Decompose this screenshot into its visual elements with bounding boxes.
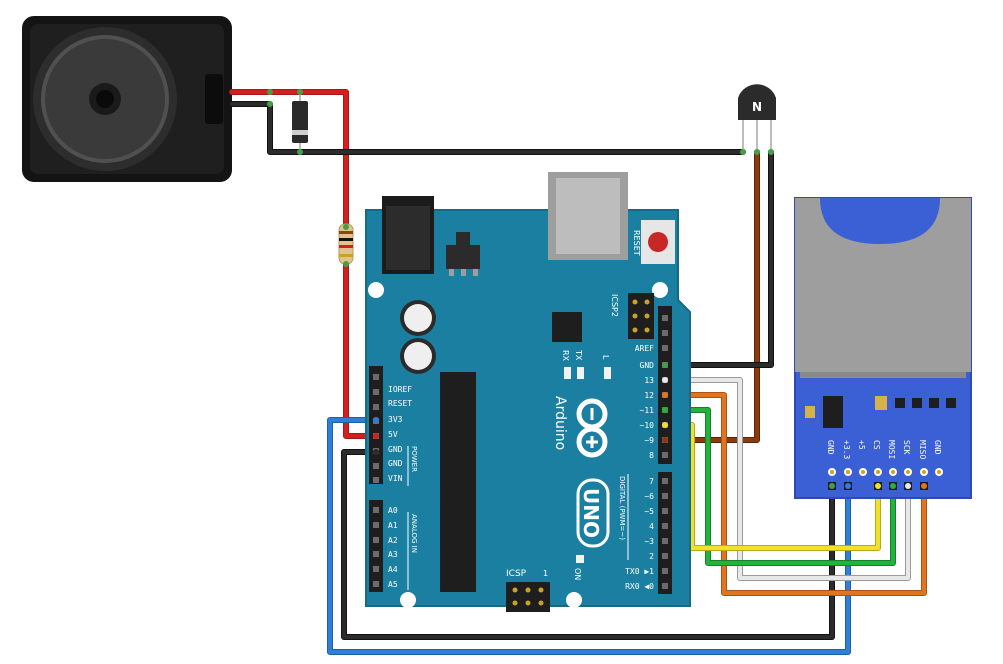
pin-6: ~6 [644,492,654,501]
sd-pin-miso: MISO [918,440,927,459]
pin-5: ~5 [644,507,654,516]
arduino-logo [576,398,608,458]
pin-a0: A0 [388,506,398,515]
icsp2-label: ICSP2 [610,294,619,317]
wire-orange-miso [662,392,927,596]
diode [292,89,308,155]
sd-pin-labels: GND +3.3 +5 CS MOSI SCK MISO GND [826,440,942,459]
pin-12: 12 [644,391,654,400]
on-label: ON [573,568,582,580]
led-rx-label: RX [561,350,570,362]
reset-label: RESET [632,230,641,256]
power-pin-labels: IOREF RESET 3V3 5V GND GND VIN [388,385,412,483]
pin-aref: AREF [635,344,654,353]
pin-5v: 5V [388,430,398,439]
pin-vin: VIN [388,474,403,483]
pin-10: ~10 [640,421,655,430]
sd-pin-sck: SCK [902,440,911,455]
pin-13: 13 [644,376,654,385]
analog-pin-labels: A0 A1 A2 A3 A4 A5 [388,506,398,589]
wire-black-gnd [341,449,835,640]
wire-black-transistor-gnd [662,149,774,368]
digital-bottom-pin-labels: 7 ~6 ~5 4 ~3 2 TX0 ▶1 RX0 ◀0 [625,477,654,591]
transistor-marking: N [752,100,762,114]
power-group-label: POWER [410,446,418,472]
analog-group-label: ANALOG IN [410,514,418,553]
pin-a5: A5 [388,580,398,589]
pin-a1: A1 [388,521,398,530]
arduino-wire-ends [373,362,668,455]
pin-reset: RESET [388,399,412,408]
model-text: UNO [579,488,603,538]
npn-transistor: N [738,84,776,155]
digital-top-pin-labels: AREF GND 13 12 ~11 ~10 ~9 8 [635,344,654,460]
brand-text: Arduino [552,396,568,450]
pin-3: ~3 [644,537,654,546]
pin-gnd-2: GND [388,459,403,468]
sd-pin-5v: +5 [857,440,866,450]
pin-7: 7 [649,477,654,486]
pin-ioref: IOREF [388,385,412,394]
pin-gnd-digital: GND [640,361,655,370]
sd-pin-gnd-2: GND [933,440,942,455]
pin-a4: A4 [388,565,398,574]
pin-3v3: 3V3 [388,415,403,424]
pin-2: 2 [649,552,654,561]
led-tx-label: TX [574,349,583,361]
sd-pin-gnd-1: GND [826,440,835,455]
pin-9: ~9 [644,436,654,445]
wire-green-mosi [662,407,896,566]
arduino-uno-board: RESET ICSP2 RX TX L ON [365,172,691,612]
sd-pin-cs: CS [872,440,881,450]
icsp-label: ICSP [506,569,527,579]
pin-4: 4 [649,522,654,531]
speaker [22,16,232,182]
wire-white-sck [662,377,911,581]
pin-1: TX0 ▶1 [625,567,654,576]
wire-blue-3v3 [327,417,851,655]
sd-card-module: GND +3.3 +5 CS MOSI SCK MISO GND [794,197,972,499]
pin-a3: A3 [388,550,398,559]
digital-group-label: DIGITAL (PWM=~) [618,476,626,540]
sd-pin-3v3: +3.3 [842,440,851,459]
junction-dots [267,89,349,267]
pin-11: ~11 [640,406,655,415]
pin-gnd-1: GND [388,445,403,454]
sd-pin-mosi: MOSI [887,440,896,459]
wire-red-speaker [229,89,349,230]
led-l-label: L [601,355,610,360]
pin-0: RX0 ◀0 [625,582,654,591]
pin-a2: A2 [388,536,398,545]
icsp-pin1-label: 1 [543,569,548,578]
pin-8: 8 [649,451,654,460]
wire-brown-transistor [662,149,760,443]
wire-black-speaker [229,101,746,155]
